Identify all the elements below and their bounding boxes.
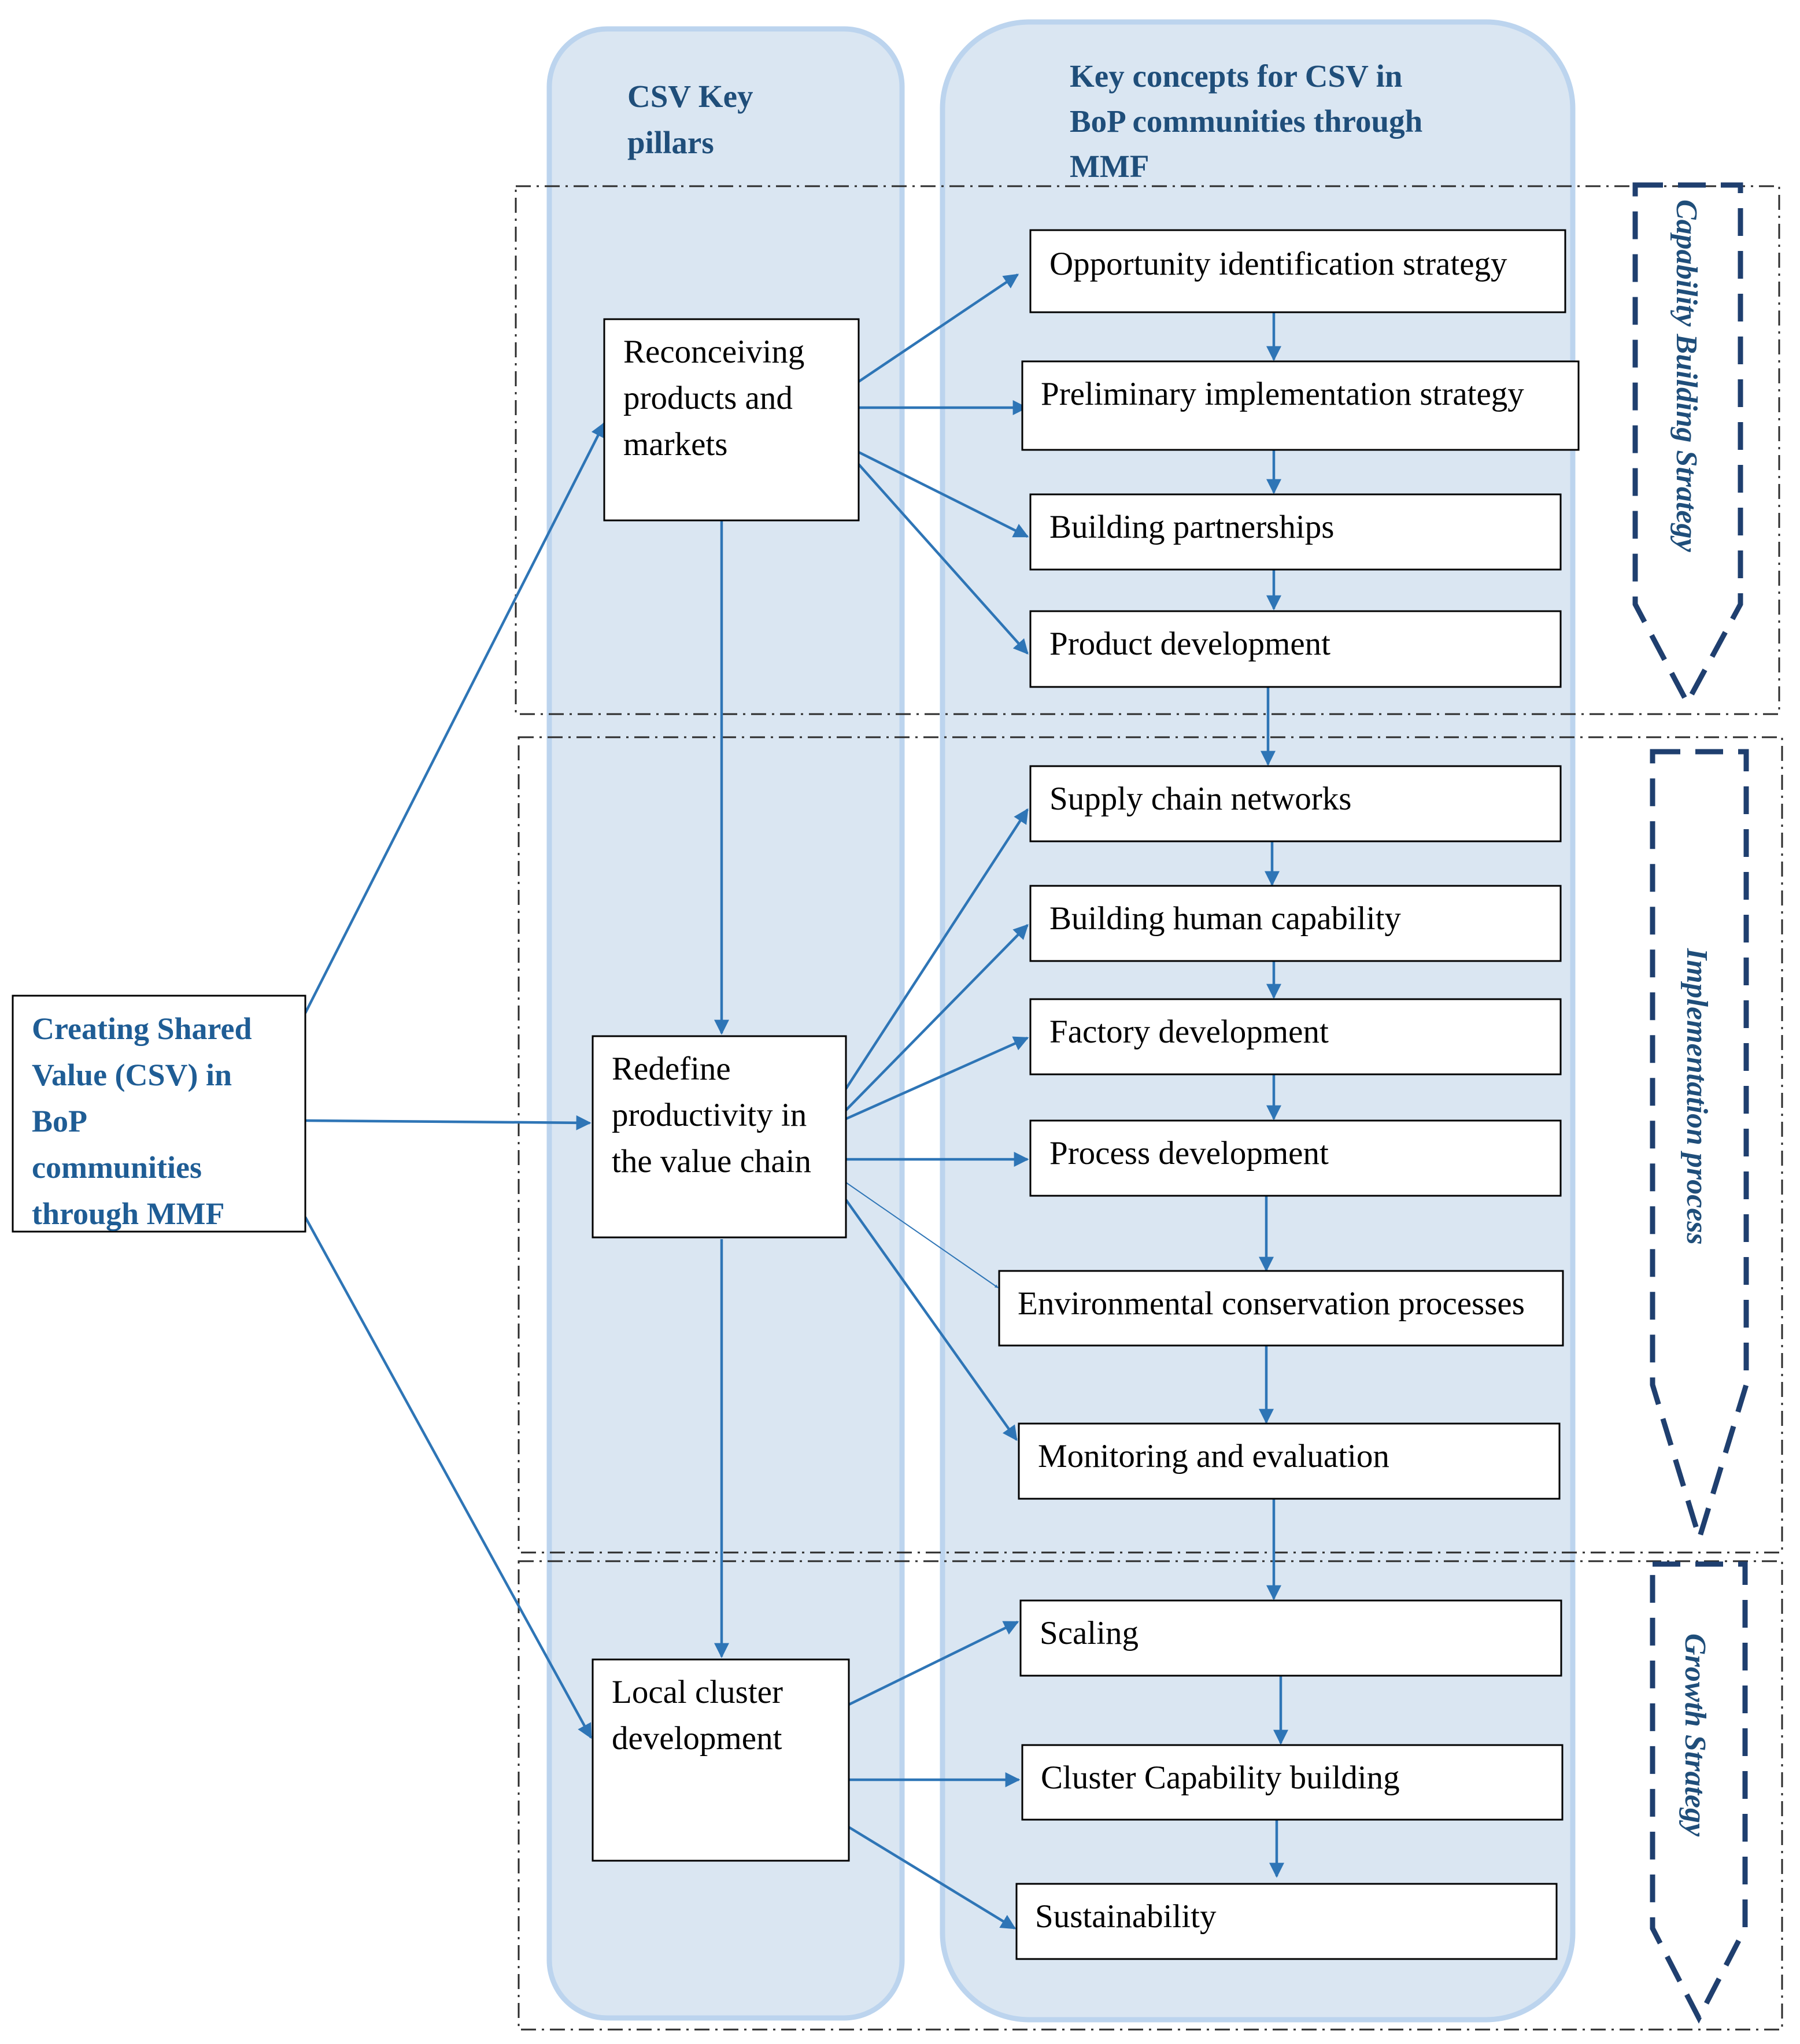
source-box: [12, 995, 306, 1233]
connector-cluster-to-sustainability: [848, 1826, 1017, 1930]
capability-stage-label: Capability Building Strategy: [1670, 199, 1703, 553]
connector-redefine-to-supply: [845, 808, 1029, 1090]
pillar-redefine-box: [592, 1035, 847, 1239]
connector-redefine-to-monitoring: [845, 1199, 1018, 1441]
concept-product-box: [1029, 610, 1562, 688]
concept-sustainability-label: Sustainability: [1035, 1898, 1217, 1935]
concepts-heading: Key concepts for CSV in BoP communities …: [1070, 58, 1431, 184]
concept-environment-box: [998, 1270, 1564, 1347]
connector-reconceiving-to-opportunity: [858, 273, 1019, 383]
growth-stage-frame: [518, 1560, 1783, 2031]
connector-source-to-reconceiving: [304, 422, 606, 1014]
concept-preliminary-box: [1021, 360, 1580, 451]
concept-sustainability-box: [1015, 1883, 1558, 1960]
concept-monitoring-box: [1018, 1422, 1561, 1500]
implementation-stage-frame: [518, 736, 1783, 1554]
capability-stage-arrow: [1632, 182, 1743, 708]
pillar-cluster-box: [592, 1658, 850, 1862]
connector-source-to-redefine: [305, 1115, 592, 1130]
concept-scaling-box: [1019, 1599, 1562, 1677]
connector-reconceiving-to-product: [858, 463, 1029, 655]
concept-environment-label: Environmental conservation processes: [1018, 1285, 1525, 1322]
pillars-heading: CSV Key pillars: [627, 79, 761, 160]
concept-cluster-capability-box: [1021, 1744, 1564, 1821]
concept-scaling-label: Scaling: [1040, 1615, 1139, 1651]
concept-supply-label: Supply chain networks: [1049, 781, 1351, 817]
connector-redefine-to-environment: [845, 1182, 999, 1288]
concept-preliminary-label: Preliminary implementation strategy: [1041, 376, 1524, 412]
pillar-redefine-label: Redefine productivity in the value chain: [612, 1051, 815, 1180]
concept-opportunity-box: [1029, 229, 1566, 313]
pillar-reconceiving-label: Reconceiving products and markets: [623, 334, 813, 463]
growth-stage-label: Growth Strategy: [1679, 1633, 1712, 1837]
connector-redefine-to-human: [845, 924, 1029, 1111]
concept-human-label: Building human capability: [1049, 900, 1401, 937]
concept-partnerships-box: [1029, 493, 1562, 571]
concept-partnerships-label: Building partnerships: [1049, 509, 1334, 545]
concept-process-box: [1029, 1119, 1562, 1197]
concept-product-label: Product development: [1049, 626, 1330, 662]
concept-supply-box: [1029, 765, 1562, 842]
concept-monitoring-label: Monitoring and evaluation: [1038, 1438, 1389, 1474]
source-box-label: Creating Shared Value (CSV) in BoP commu…: [32, 1011, 260, 1231]
pillar-cluster-label: Local cluster development: [612, 1674, 791, 1757]
concept-cluster-capability-label: Cluster Capability building: [1041, 1760, 1400, 1796]
concept-factory-box: [1029, 998, 1562, 1075]
concept-opportunity-label: Opportunity identification strategy: [1049, 246, 1507, 282]
connector-reconceiving-to-partnerships: [858, 450, 1029, 538]
concept-process-label: Process development: [1049, 1135, 1329, 1171]
concept-human-box: [1029, 885, 1562, 962]
connector-redefine-to-factory: [845, 1036, 1029, 1121]
concept-factory-label: Factory development: [1049, 1014, 1329, 1050]
pillar-reconceiving-box: [603, 318, 860, 522]
capability-stage-frame: [515, 185, 1780, 715]
connector-source-to-cluster: [304, 1216, 592, 1739]
implementation-stage-label: Implementation process: [1680, 948, 1713, 1245]
connector-cluster-to-scaling: [848, 1620, 1019, 1706]
